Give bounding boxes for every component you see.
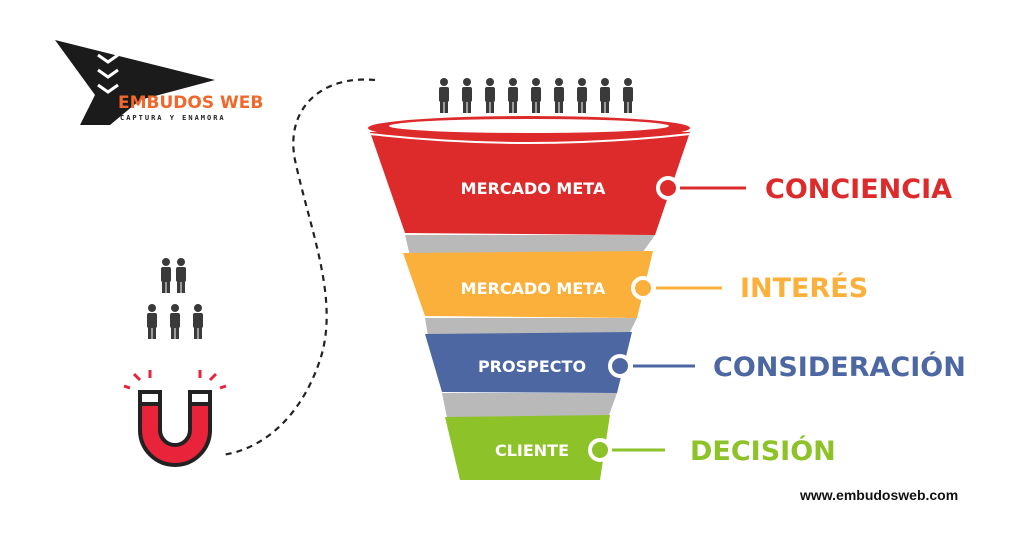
funnel-segment-4: CLIENTE (445, 415, 610, 480)
website-url: www.embudosweb.com (800, 487, 959, 503)
funnel-connectors (405, 235, 655, 418)
dashed-path (221, 78, 376, 457)
stage-interes: INTERÉS (631, 272, 868, 304)
segment-label: MERCADO META (461, 279, 606, 298)
segment-label: PROSPECTO (478, 357, 586, 376)
people-group-icon (147, 258, 203, 339)
funnel-segment-3: PROSPECTO (425, 332, 632, 393)
stage-label: CONCIENCIA (765, 174, 952, 205)
stage-label: DECISIÓN (690, 435, 836, 467)
logo-subtitle: CAPTURA Y ENAMORA (120, 114, 226, 122)
funnel-segment-1: MERCADO META (368, 116, 691, 235)
stage-consideracion: CONSIDERACIÓN (608, 351, 966, 383)
segment-label: CLIENTE (495, 441, 569, 460)
magnet-icon (123, 370, 227, 467)
people-icon-row (439, 78, 633, 113)
logo: EMBUDOS WEB CAPTURA Y ENAMORA (55, 40, 263, 125)
stage-label: CONSIDERACIÓN (713, 351, 966, 383)
segment-label: MERCADO META (461, 179, 606, 198)
logo-title: EMBUDOS WEB (118, 93, 263, 113)
stage-label: INTERÉS (740, 272, 868, 304)
funnel-segment-2: MERCADO META (403, 251, 653, 318)
stage-decision: DECISIÓN (588, 435, 836, 467)
stage-conciencia: CONCIENCIA (656, 174, 952, 205)
